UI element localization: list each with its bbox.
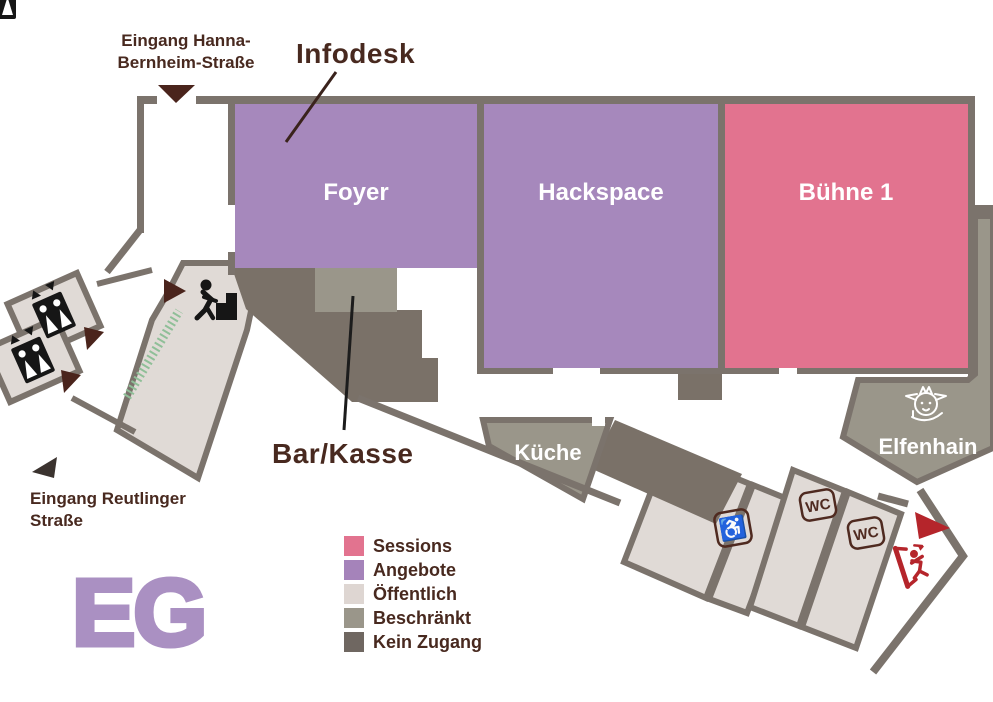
walls [137, 96, 993, 378]
wc-label: WC [852, 523, 880, 544]
legend-swatch-kein-zugang [344, 632, 364, 652]
legend-item-kein-zugang: Kein Zugang [344, 632, 482, 652]
entrance-reutlinger-arrow [32, 457, 57, 478]
hedge [123, 308, 183, 400]
no-access-band [590, 420, 742, 524]
infodesk-callout: Infodesk [296, 38, 416, 69]
floor-label: EG [69, 560, 209, 666]
room-buehne1 [725, 104, 968, 368]
bar-kasse-pointer-line [342, 295, 355, 431]
legend-label: Sessions [373, 536, 453, 556]
kueche-door-gap [592, 412, 605, 426]
wc-icon: WC [846, 516, 886, 550]
wc-label: WC [804, 495, 832, 516]
stairs-icon [194, 279, 237, 321]
room-label-hackspace: Hackspace [538, 179, 663, 206]
legend-item-sessions: Sessions [344, 536, 482, 556]
room-foyer [235, 104, 477, 268]
elf-icon [905, 386, 947, 422]
wc-room-1 [746, 466, 849, 630]
emergency-exit-icon [892, 544, 929, 589]
legend-swatch-oeffentlich [344, 584, 364, 604]
wc-hallway [705, 481, 794, 617]
legend-label: Kein Zugang [373, 632, 482, 652]
no-access-stub [678, 374, 722, 400]
exit-arrow [915, 512, 950, 539]
legend: Sessions Angebote Öffentlich Beschränkt … [344, 536, 482, 652]
entrance-label-reutlinger: Eingang Reutlinger Straße [30, 488, 230, 532]
entrance-hanna-arrow [158, 85, 195, 103]
legend-item-oeffentlich: Öffentlich [344, 584, 482, 604]
legend-label: Beschränkt [373, 608, 472, 628]
elevator1-arrow [84, 327, 104, 350]
bar-kasse-counter [315, 268, 397, 312]
accessible-wc-icon: ♿ [713, 508, 753, 548]
legend-swatch-angebote [344, 560, 364, 580]
wall-lines [70, 227, 968, 675]
entrance-label-hanna: Eingang Hanna- Bernheim-Straße [96, 30, 276, 74]
legend-label: Angebote [373, 560, 456, 580]
entrance-hanna-line1: Eingang Hanna- [121, 31, 251, 50]
stairs-arrow [164, 279, 186, 303]
entrance-hanna-line2: Bernheim-Straße [117, 53, 255, 72]
wc-icon: WC [798, 488, 838, 522]
wheelchair-icon: ♿ [717, 514, 748, 543]
legend-swatch-beschraenkt [344, 608, 364, 628]
legend-swatch-sessions [344, 536, 364, 556]
room-label-foyer: Foyer [323, 179, 388, 206]
elevator2-arrow [61, 370, 81, 393]
wc-room-2 [798, 488, 905, 652]
bar-kasse-callout: Bar/Kasse [272, 438, 414, 469]
entrance-reutlinger-line1: Eingang Reutlinger [30, 489, 186, 508]
entrance-reutlinger-line2: Straße [30, 511, 83, 530]
room-kueche [479, 417, 615, 504]
infodesk-pointer-line [284, 71, 338, 143]
room-label-elfenhain: Elfenhain [878, 434, 977, 459]
legend-item-angebote: Angebote [344, 560, 482, 580]
legend-label: Öffentlich [373, 584, 457, 604]
room-label-kueche: Küche [514, 440, 581, 465]
room-hackspace [484, 104, 718, 368]
room-label-buehne1: Bühne 1 [799, 179, 894, 206]
legend-item-beschraenkt: Beschränkt [344, 608, 482, 628]
